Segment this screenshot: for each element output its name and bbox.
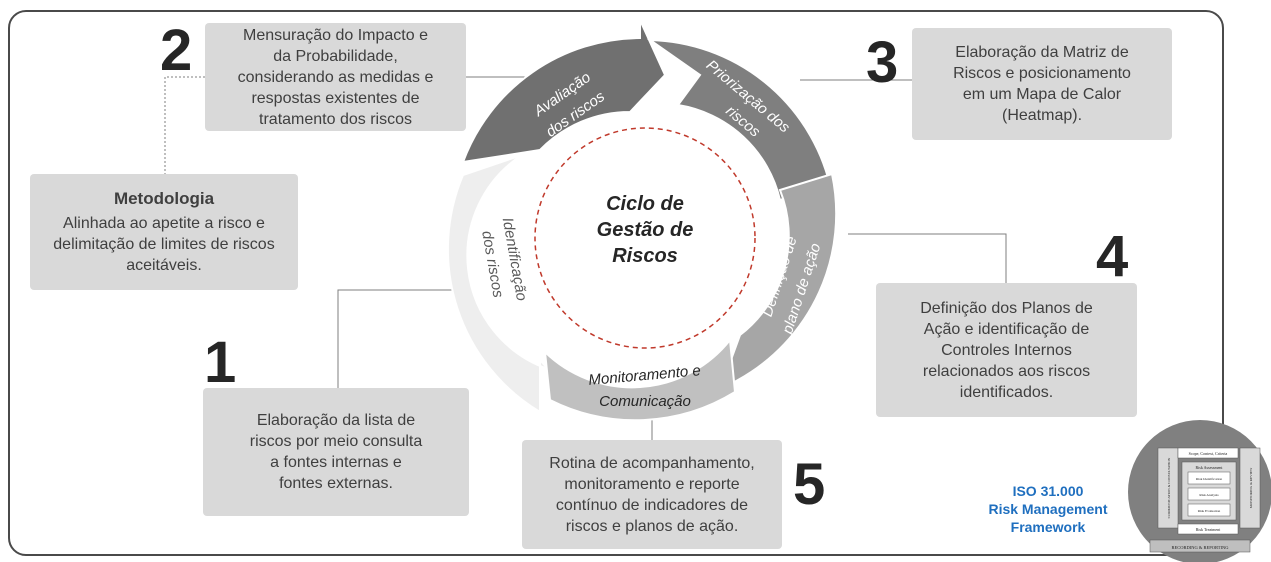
center-title-3: Riscos [612, 245, 678, 267]
iso-badge-analysis: Risk Analysis [1199, 493, 1219, 497]
step-3-box: Elaboração da Matriz de Riscos e posicio… [912, 28, 1172, 140]
iso-badge-bottom: RECORDING & REPORTING [1172, 545, 1230, 550]
iso-badge-right: MONITORING & REVIEW [1249, 467, 1253, 508]
center-dashed-ring [534, 127, 756, 349]
iso-badge-top: Scope, Context, Criteria [1189, 451, 1228, 457]
iso-badge-assessment: Risk Assessment [1195, 465, 1223, 470]
step-3-number: 3 [866, 30, 899, 95]
step-4-box: Definição dos Planos de Ação e identific… [876, 283, 1137, 417]
connector-step-1 [337, 289, 468, 388]
segment-identificacao [446, 154, 552, 414]
step-2-number: 2 [160, 18, 193, 83]
center-circle [527, 120, 763, 356]
center-title-2: Gestão de [597, 219, 694, 241]
segment-avaliacao [461, 19, 667, 164]
segment-monitoramento [543, 337, 737, 422]
iso-badge-evaluation: Risk Evaluation [1198, 509, 1221, 513]
iso-badge-treatment: Risk Treatment [1196, 527, 1221, 532]
step-1-number: 1 [204, 330, 237, 395]
step-1-box: Elaboração da lista de riscos por meio c… [203, 388, 469, 516]
step-2-box: Mensuração do Impacto e da Probabilidade… [205, 23, 466, 131]
iso-badge-identification: Risk Identification [1196, 477, 1222, 481]
center-title-1: Ciclo de [606, 193, 684, 215]
methodology-text: Alinhada ao apetite a risco e delimitaçã… [53, 215, 275, 274]
segment-label-monitoramento-2: Comunicação [599, 393, 691, 410]
methodology-box: Metodologia Alinhada ao apetite a risco … [30, 174, 298, 290]
iso-badge: Scope, Context, Criteria Risk Assessment… [1128, 420, 1271, 562]
connector-step-4 [848, 233, 1007, 285]
iso-framework-label: ISO 31.000 Risk Management Framework [988, 483, 1108, 535]
segment-definicao [718, 172, 838, 393]
connector-methodology [164, 76, 205, 175]
step-5-number: 5 [793, 452, 826, 517]
step-5-box: Rotina de acompanhamento, monitoramento … [522, 440, 782, 549]
iso-badge-left: COMMUNICATION & CONSULTATION [1167, 457, 1171, 518]
step-4-number: 4 [1096, 224, 1129, 289]
methodology-title: Metodologia [113, 189, 215, 208]
